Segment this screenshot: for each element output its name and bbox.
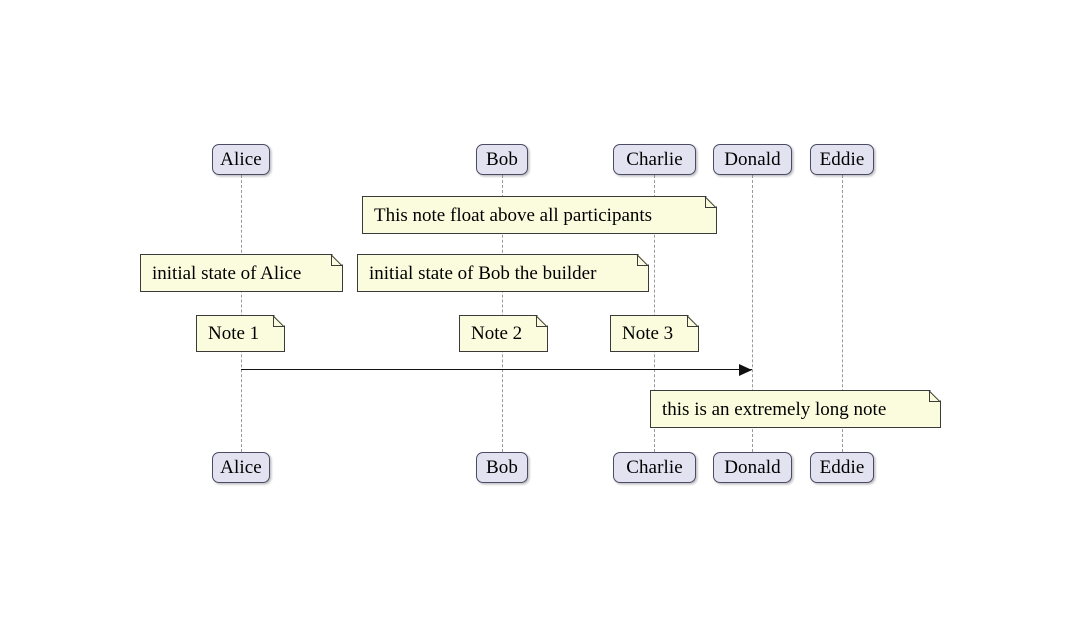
note-folded-corner-icon [929,391,940,402]
lifeline-charlie [654,175,655,452]
note-extremely-long[interactable]: this is an extremely long note [650,390,941,428]
note-initial-bob[interactable]: initial state of Bob the builder [357,254,649,292]
participant-label: Eddie [819,457,865,478]
message-alice-to-donald[interactable] [241,369,752,370]
participant-label: Alice [220,149,262,170]
participant-eddie-bottom[interactable]: Eddie [810,452,874,483]
participant-bob-bottom[interactable]: Bob [476,452,528,483]
note-folded-corner-icon [637,255,648,266]
participant-label: Alice [220,457,262,478]
note-text: Note 3 [622,323,674,344]
note-text: initial state of Bob the builder [369,262,597,284]
participant-alice-top[interactable]: Alice [212,144,270,175]
note-folded-corner-icon [536,316,547,327]
participant-label: Bob [486,149,518,170]
note-folded-corner-icon [273,316,284,327]
participant-label: Eddie [819,149,865,170]
note-folded-corner-icon [705,197,716,208]
lifeline-bob [502,175,503,452]
participant-charlie-top[interactable]: Charlie [613,144,696,175]
participant-bob-top[interactable]: Bob [476,144,528,175]
participant-donald-top[interactable]: Donald [713,144,792,175]
participant-label: Charlie [626,149,683,170]
note-folded-corner-icon [687,316,698,327]
note-folded-corner-icon [331,255,342,266]
lifeline-donald [752,175,753,452]
participant-label: Charlie [626,457,683,478]
participant-eddie-top[interactable]: Eddie [810,144,874,175]
note-float-above-all[interactable]: This note float above all participants [362,196,717,234]
note-initial-alice[interactable]: initial state of Alice [140,254,343,292]
participant-label: Donald [724,457,781,478]
note-3[interactable]: Note 3 [610,315,699,352]
participant-label: Donald [724,149,781,170]
note-text: Note 1 [208,323,260,344]
note-2[interactable]: Note 2 [459,315,548,352]
note-text: This note float above all participants [374,204,653,226]
lifeline-alice [241,175,242,452]
note-text: this is an extremely long note [662,398,887,420]
lifeline-eddie [842,175,843,452]
note-text: Note 2 [471,323,523,344]
note-text: initial state of Alice [152,262,302,284]
participant-charlie-bottom[interactable]: Charlie [613,452,696,483]
message-alice-to-donald-arrowhead-icon [739,364,752,376]
note-1[interactable]: Note 1 [196,315,285,352]
participant-label: Bob [486,457,518,478]
participant-alice-bottom[interactable]: Alice [212,452,270,483]
participant-donald-bottom[interactable]: Donald [713,452,792,483]
